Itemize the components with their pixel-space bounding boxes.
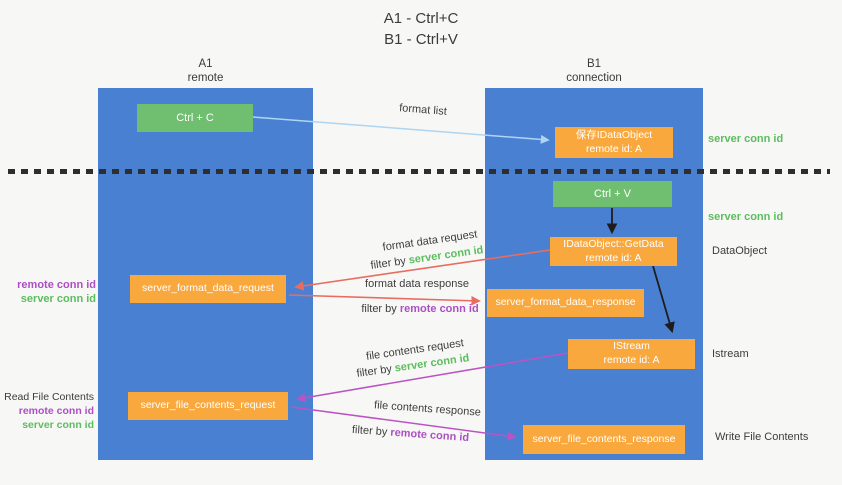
istream-line1: IStream xyxy=(613,340,650,353)
server-conn-id-annotation-top: server conn id xyxy=(708,133,784,145)
title-line-b1: B1 - Ctrl+V xyxy=(384,31,458,48)
server-conn-id-annotation-mid: server conn id xyxy=(708,211,784,223)
remote-conn-id-annotation: remote conn id xyxy=(18,405,94,417)
idataobject-getdata-box: IDataObject::GetData remote id: A xyxy=(550,237,677,266)
ctrl-v-label: Ctrl + V xyxy=(594,187,631,200)
arrow-format-data-response xyxy=(288,294,481,306)
save-idataobject-line2: remote id: A xyxy=(585,142,643,155)
format-response-label: server_format_data_response xyxy=(495,296,636,309)
lifeline-header-b1: B1 connection xyxy=(485,57,703,86)
filter-by-remote-conn-id-label: filter by remote conn id xyxy=(340,303,500,315)
lifeline-a1-role: remote xyxy=(187,72,224,85)
lifeline-b1-role: connection xyxy=(566,72,622,85)
save-idataobject-box: 保存IDataObject remote id: A xyxy=(555,127,673,158)
server-file-contents-response-box: server_file_contents_response xyxy=(523,425,685,454)
title-line-a1: A1 - Ctrl+C xyxy=(383,10,459,27)
left-conn-id-annotations: remote conn id server conn id xyxy=(8,278,96,306)
istream-annotation: Istream xyxy=(712,348,749,360)
format-list-label: format list xyxy=(398,102,448,118)
file-request-label: server_file_contents_request xyxy=(140,399,276,412)
dotted-divider-line xyxy=(8,169,830,174)
file-response-label: server_file_contents_response xyxy=(532,432,676,445)
ctrl-c-label: Ctrl + C xyxy=(176,111,214,124)
diagram-title: A1 - Ctrl+C B1 - Ctrl+V xyxy=(0,8,842,50)
ctrl-v-box: Ctrl + V xyxy=(553,181,672,207)
istream-box: IStream remote id: A xyxy=(568,339,695,369)
filter-by-text: filter by xyxy=(369,254,410,272)
getdata-line1: IDataObject::GetData xyxy=(563,237,664,250)
server-conn-id-annotation: server conn id xyxy=(20,293,96,305)
format-request-label: server_format_data_request xyxy=(142,282,274,295)
read-file-contents-annotation: Read File Contents xyxy=(4,391,94,403)
server-format-data-response-box: server_format_data_response xyxy=(487,289,644,317)
write-file-contents-annotation: Write File Contents xyxy=(715,431,809,443)
filter-by-text: filter by xyxy=(351,423,391,439)
filter-by-text: filter by xyxy=(361,303,400,315)
read-file-contents-annotations: Read File Contents remote conn id server… xyxy=(2,390,94,432)
format-data-response-label: format data response xyxy=(365,278,469,290)
server-conn-id-annotation: server conn id xyxy=(22,419,94,431)
istream-line2: remote id: A xyxy=(603,354,660,366)
remote-conn-id-text: remote conn id xyxy=(399,303,479,315)
lifeline-b1-name: B1 xyxy=(586,58,602,70)
remote-conn-id-text: remote conn id xyxy=(389,426,470,445)
server-file-contents-request-box: server_file_contents_request xyxy=(128,392,288,420)
ctrl-c-box: Ctrl + C xyxy=(137,104,253,132)
server-format-data-request-box: server_format_data_request xyxy=(130,275,286,303)
filter-by-remote-conn-id-label: filter by remote conn id xyxy=(333,423,488,446)
filter-by-text: filter by xyxy=(355,362,396,380)
lifeline-a1-name: A1 xyxy=(198,58,213,70)
lifeline-header-a1: A1 remote xyxy=(98,57,313,86)
save-idataobject-line1: 保存IDataObject xyxy=(575,128,653,141)
remote-conn-id-annotation: remote conn id xyxy=(17,279,96,291)
file-contents-response-label: file contents response xyxy=(373,399,482,419)
dataobject-annotation: DataObject xyxy=(712,245,768,257)
getdata-line2: remote id: A xyxy=(585,251,642,264)
